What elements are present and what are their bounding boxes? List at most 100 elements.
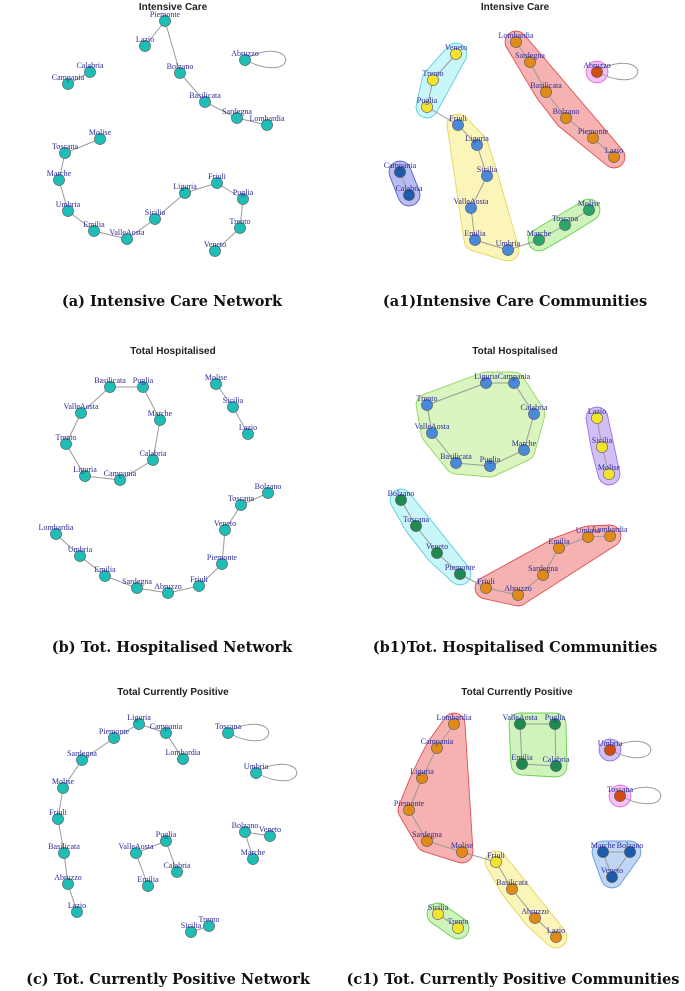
graph-node: [518, 444, 530, 456]
graph-node: [114, 474, 126, 486]
graph-node: [596, 441, 608, 453]
node-label: Toscana: [52, 142, 79, 151]
node-label: Sardegna: [67, 749, 97, 758]
node-label: Sicilia: [223, 396, 244, 405]
node-label: Basilicata: [48, 842, 80, 851]
node-label: Sicilia: [428, 903, 449, 912]
node-label: Trento: [416, 394, 437, 403]
graph-node: [410, 520, 422, 532]
graph-edge: [80, 386, 111, 414]
node-label: Piemonte: [394, 799, 425, 808]
node-label: Umbria: [496, 239, 521, 248]
graph-edge: [152, 419, 161, 461]
node-label: Veneto: [426, 542, 448, 551]
node-label: Abruzzo: [231, 49, 259, 58]
node-label: Toscana: [228, 494, 255, 503]
graph-node: [431, 547, 443, 559]
node-label: Piemonte: [445, 563, 476, 572]
community-hull: [397, 712, 474, 864]
node-label: Campania: [150, 722, 183, 731]
graph-node: [512, 589, 524, 601]
node-label: Trento: [229, 217, 250, 226]
graph-node: [597, 846, 609, 858]
graph-node: [203, 920, 215, 932]
graph-node: [403, 189, 415, 201]
node-label: Basilicata: [94, 376, 126, 385]
node-label: Veneto: [204, 240, 226, 249]
graph-node: [587, 132, 599, 144]
graph-node: [614, 790, 626, 802]
graph-node: [604, 530, 616, 542]
node-label: Umbria: [56, 200, 81, 209]
node-label: Sardegna: [528, 564, 558, 573]
graph-node: [59, 147, 71, 159]
graph-node: [160, 727, 172, 739]
node-label: Lombardia: [498, 31, 534, 40]
self-loop-edge: [613, 740, 652, 759]
graph-edge: [204, 101, 238, 119]
node-label: Marche: [148, 409, 173, 418]
node-label: Emilia: [511, 753, 533, 762]
node-label: Bolzano: [255, 482, 282, 491]
graph-node: [76, 754, 88, 766]
graph-edge: [470, 175, 488, 209]
graph-node: [62, 205, 74, 217]
node-label: ValleAosta: [118, 842, 154, 851]
graph-node: [604, 744, 616, 756]
graph-node: [50, 528, 62, 540]
graph-node: [550, 760, 562, 772]
panel-b-title: Total Hospitalised: [130, 346, 215, 357]
node-label: ValleAosta: [414, 422, 450, 431]
graph-node: [247, 853, 259, 865]
node-label: Bolzano: [232, 821, 259, 830]
graph-node: [239, 826, 251, 838]
node-label: Liguria: [127, 713, 151, 722]
graph-node: [121, 233, 133, 245]
graph-edge: [179, 72, 206, 103]
node-label: Veneto: [214, 519, 236, 528]
node-label: Molise: [89, 128, 112, 137]
node-label: Campania: [421, 737, 454, 746]
graph-node: [510, 36, 522, 48]
graph-edge: [154, 192, 186, 220]
node-label: Sicilia: [145, 208, 166, 217]
graph-node: [131, 582, 143, 594]
graph-node: [193, 580, 205, 592]
node-label: ValleAosta: [109, 228, 145, 237]
graph-node: [559, 219, 571, 231]
graph-node: [75, 407, 87, 419]
graph-node: [471, 139, 483, 151]
node-label: Lazio: [68, 901, 86, 910]
node-label: Trento: [422, 69, 443, 78]
node-label: Lombardia: [38, 523, 74, 532]
graph-node: [185, 926, 197, 938]
node-label: Toscana: [552, 214, 579, 223]
graph-node: [583, 204, 595, 216]
node-label: Lazio: [239, 423, 257, 432]
graph-edge: [513, 382, 535, 415]
graph-node: [427, 74, 439, 86]
node-label: Puglia: [480, 455, 501, 464]
node-label: Marche: [591, 841, 616, 850]
node-label: Marche: [241, 848, 266, 857]
panel-c1-title: Total Currently Positive: [461, 687, 573, 698]
graph-node: [239, 54, 251, 66]
node-label: ValleAosta: [502, 713, 538, 722]
graph-edge: [408, 809, 428, 842]
node-label: Lombardia: [249, 114, 285, 123]
graph-edge: [519, 723, 523, 765]
panel-b-caption: (b) Tot. Hospitalised Network: [52, 639, 293, 656]
node-label: Veneto: [601, 866, 623, 875]
graph-node: [490, 856, 502, 868]
graph-edge: [426, 106, 459, 126]
graph-node: [199, 96, 211, 108]
graph-node: [62, 878, 74, 890]
node-label: Friuli: [208, 172, 227, 181]
node-label: Calabria: [163, 861, 191, 870]
node-label: Puglia: [233, 188, 254, 197]
graph-edge: [81, 737, 115, 761]
graph-node: [516, 758, 528, 770]
graph-edge: [142, 386, 161, 421]
graph-node: [177, 753, 189, 765]
